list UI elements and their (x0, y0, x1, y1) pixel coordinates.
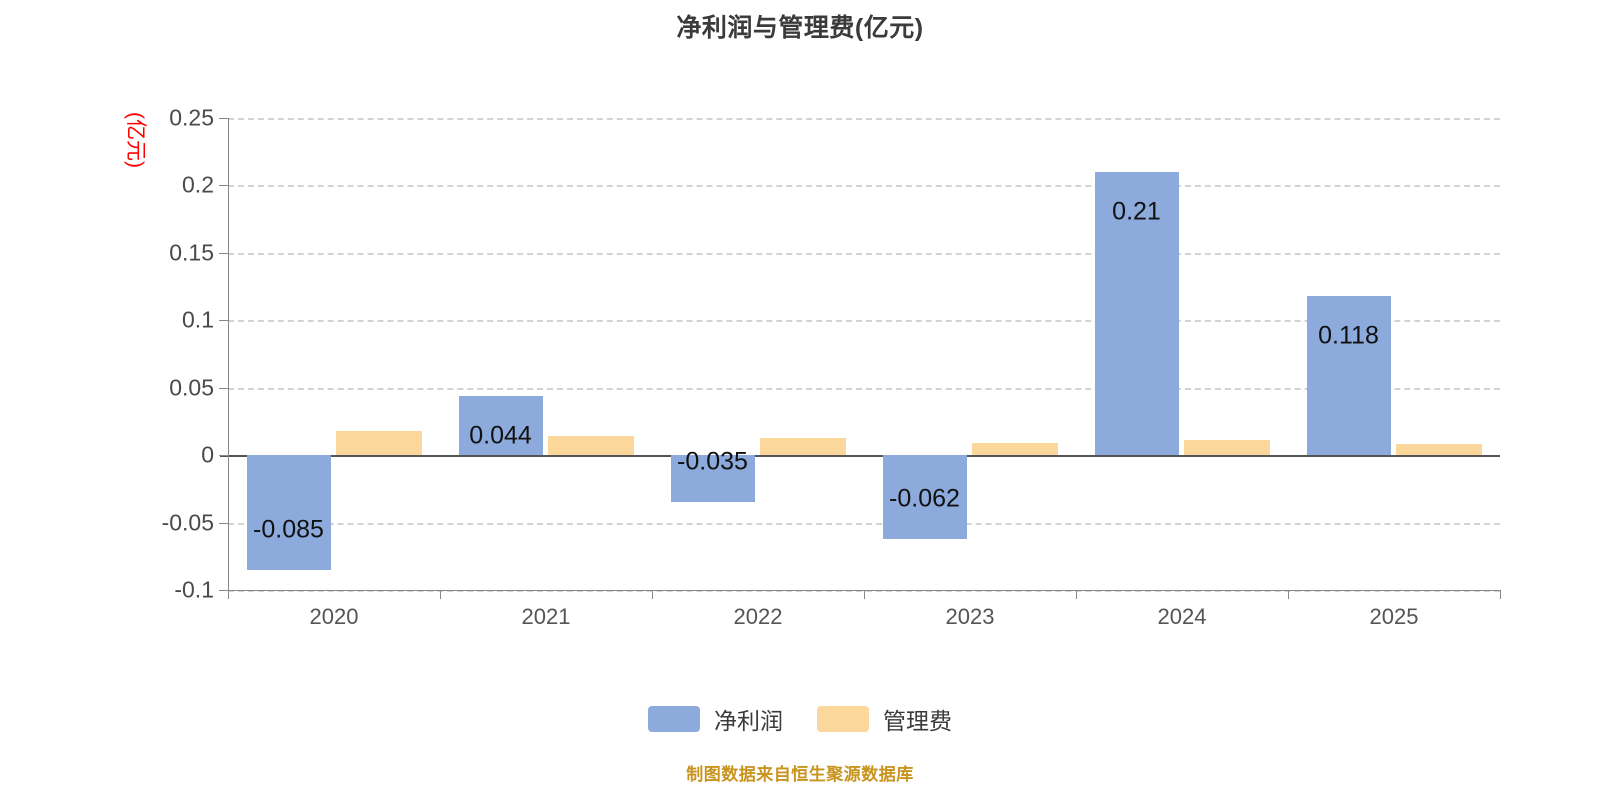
legend-swatch (648, 706, 700, 732)
y-tick-label: 0 (201, 441, 214, 468)
legend-label: 净利润 (714, 708, 783, 734)
y-tick-label: -0.05 (161, 509, 214, 536)
bar-value-label-2025: 0.118 (1318, 321, 1379, 350)
x-tick-mark (440, 590, 441, 599)
bar-management-fee-2022[interactable] (759, 437, 846, 456)
y-tick-label: 0.25 (169, 104, 214, 131)
bar-net-profit-2023[interactable] (882, 455, 967, 539)
gridline (228, 252, 1500, 255)
bar-net-profit-2022[interactable] (670, 455, 755, 503)
y-tick-label: -0.1 (174, 576, 214, 603)
bar-value-label-2024: 0.21 (1112, 197, 1161, 226)
bar-value-label-2020: -0.085 (253, 515, 324, 544)
y-tick-mark (219, 590, 228, 591)
gridline (228, 522, 1500, 525)
y-axis (228, 118, 229, 590)
y-tick-label: 0.1 (182, 306, 214, 333)
chart-legend: 净利润 管理费 (0, 702, 1600, 736)
x-tick-mark (864, 590, 865, 599)
gridline (228, 320, 1500, 323)
zero-baseline (220, 455, 1500, 458)
x-tick-mark (228, 590, 229, 599)
x-tick-label-2020: 2020 (309, 604, 359, 629)
gridline (228, 185, 1500, 188)
x-tick-mark (1288, 590, 1289, 599)
legend-item-management-fee[interactable]: 管理费 (817, 702, 952, 736)
x-axis-ticks: 2020 2021 2022 2023 2024 2025 (228, 590, 1501, 640)
x-tick-label-2022: 2022 (733, 604, 783, 629)
plot-area: -0.085 0.044 -0.035 -0.062 0.21 0.118 0.25 0.2… (162, 105, 1500, 603)
legend-item-net-profit[interactable]: 净利润 (648, 702, 783, 736)
y-tick-label: 0.2 (182, 171, 214, 198)
y-tick-mark (219, 320, 228, 322)
x-tick-label-2024: 2024 (1157, 604, 1207, 629)
bar-management-fee-2024[interactable] (1183, 440, 1270, 456)
bar-net-profit-2025[interactable] (1306, 296, 1391, 456)
bar-value-label-2022: -0.035 (677, 447, 748, 476)
gridline (228, 387, 1500, 390)
y-tick-mark (219, 118, 228, 119)
gridline (228, 118, 1500, 120)
y-tick-label: 0.15 (169, 239, 214, 266)
y-tick-mark (219, 387, 228, 389)
bar-value-label-2021: 0.044 (469, 421, 532, 450)
bar-net-profit-2021[interactable] (458, 395, 543, 456)
x-tick-label-2021: 2021 (521, 604, 571, 629)
chart-title: 净利润与管理费(亿元) (676, 14, 924, 42)
bar-management-fee-2020[interactable] (335, 430, 422, 456)
bar-value-label-2023: -0.062 (889, 484, 960, 513)
x-tick-mark (1076, 590, 1077, 599)
y-tick-mark (219, 252, 228, 254)
legend-swatch (817, 706, 869, 732)
y-tick-label: 0.05 (169, 374, 214, 401)
x-tick-mark (1500, 590, 1501, 599)
y-tick-mark (219, 455, 228, 457)
y-tick-mark (219, 185, 228, 187)
y-tick-mark (219, 522, 228, 524)
bar-management-fee-2025[interactable] (1395, 443, 1482, 456)
x-tick-mark (652, 590, 653, 599)
source-note: 制图数据来自恒生聚源数据库 (686, 765, 914, 784)
x-tick-label-2025: 2025 (1369, 604, 1419, 629)
bar-management-fee-2023[interactable] (971, 443, 1058, 456)
bar-management-fee-2021[interactable] (547, 435, 634, 456)
x-tick-label-2023: 2023 (945, 604, 995, 629)
y-axis-unit-label: (亿元) (124, 112, 147, 168)
bar-net-profit-2024[interactable] (1094, 171, 1179, 456)
legend-label: 管理费 (883, 708, 952, 734)
bar-net-profit-2020[interactable] (246, 455, 331, 570)
